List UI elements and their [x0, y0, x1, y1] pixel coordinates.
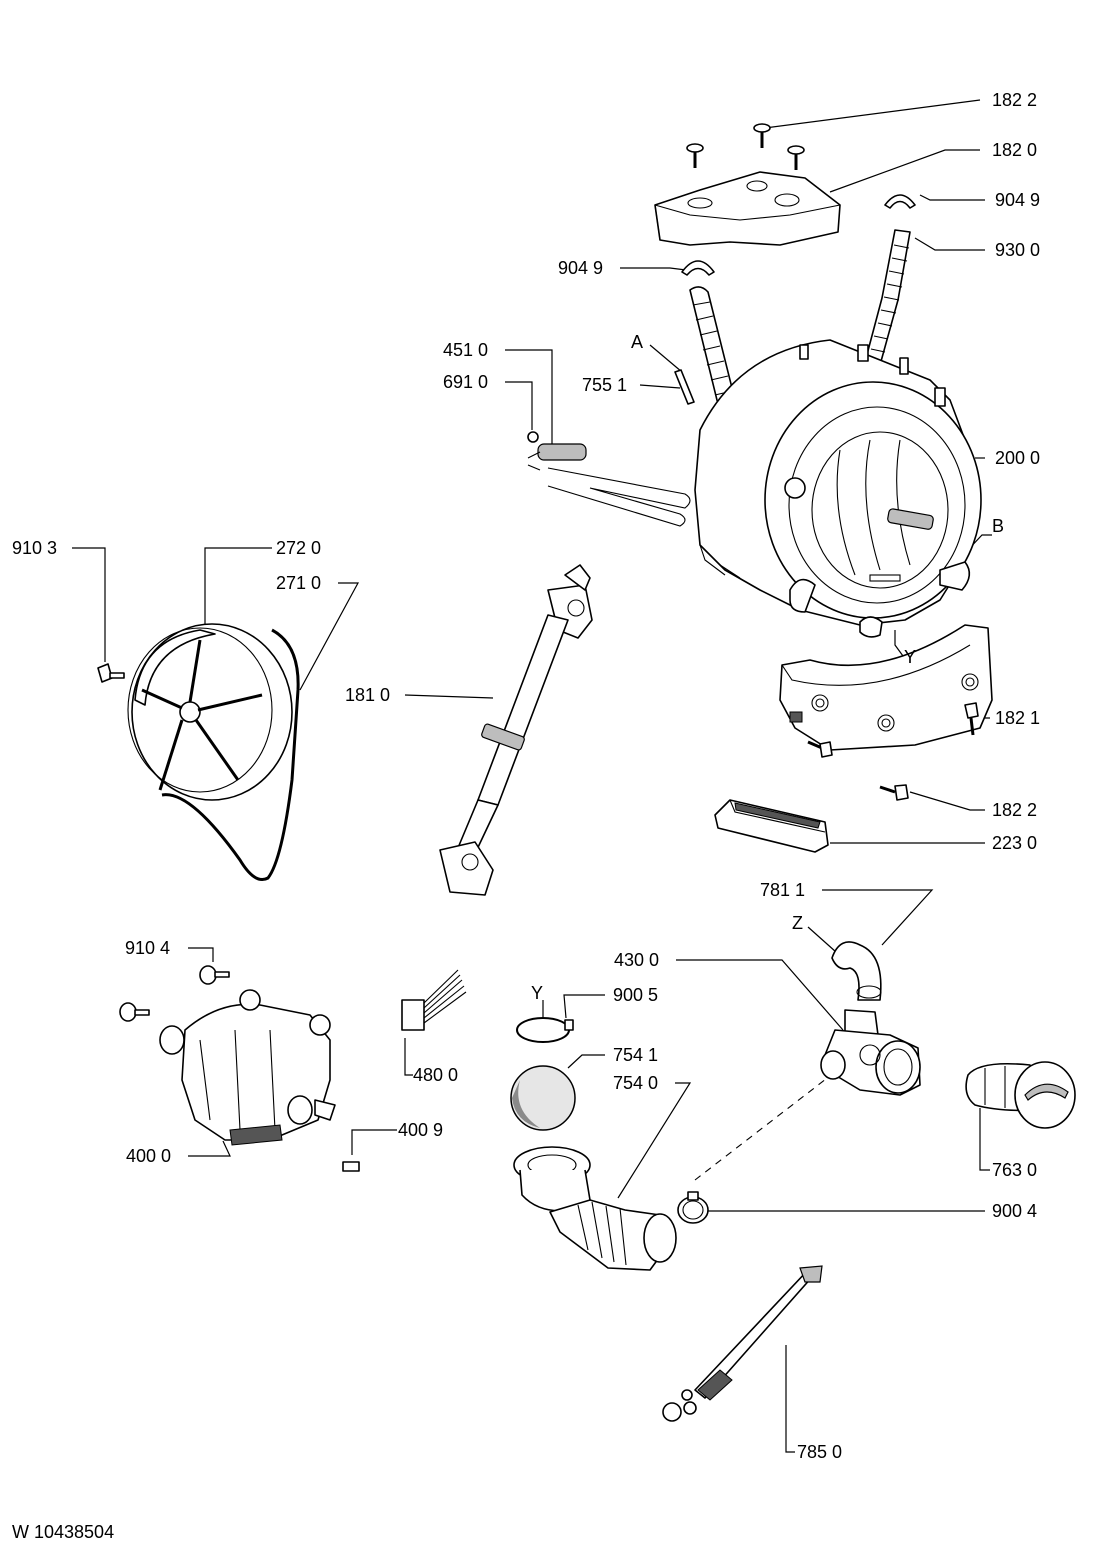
callout-Y-ring: Y	[531, 983, 543, 1003]
callout-763-0: 763 0	[992, 1160, 1037, 1180]
hose-clamp-left	[681, 260, 715, 276]
sealing-ring	[516, 1017, 574, 1043]
leader-lines	[72, 99, 992, 1453]
screw-lower-1	[964, 702, 979, 736]
heating-element	[527, 443, 691, 527]
callout-900-5: 900 5	[613, 985, 658, 1005]
motor-clip	[342, 1161, 360, 1172]
callout-755-1: 755 1	[582, 375, 627, 395]
callout-Z: Z	[792, 913, 803, 933]
callout-691-0: 691 0	[443, 372, 488, 392]
pump-hose	[831, 941, 882, 1001]
door-trim	[714, 799, 829, 853]
callout-400-9: 400 9	[398, 1120, 443, 1140]
nut	[527, 431, 539, 443]
lower-counterweight	[779, 624, 993, 751]
sump-hose	[513, 1146, 677, 1271]
corrugated-hose-right	[864, 229, 911, 366]
callout-930-0: 930 0	[995, 240, 1040, 260]
callout-182-2-lower: 182 2	[992, 800, 1037, 820]
outer-tub	[694, 339, 982, 638]
screw-top-2	[686, 143, 704, 168]
callout-200-0: 200 0	[995, 448, 1040, 468]
drive-belt	[161, 628, 300, 881]
drain-pump	[820, 1009, 921, 1096]
callout-A: A	[631, 332, 643, 352]
callout-754-0: 754 0	[613, 1073, 658, 1093]
callout-182-2-top: 182 2	[992, 90, 1037, 110]
callout-223-0: 223 0	[992, 833, 1037, 853]
inlet-hose	[662, 1265, 823, 1422]
drum-pulley	[127, 623, 293, 801]
callout-910-3: 910 3	[12, 538, 57, 558]
screw-lower-3	[879, 784, 909, 801]
document-code: W 10438504	[12, 1522, 115, 1542]
shock-absorber	[439, 564, 593, 896]
callout-781-1: 781 1	[760, 880, 805, 900]
callout-182-1: 182 1	[995, 708, 1040, 728]
pin	[674, 369, 695, 405]
screw-top-1	[753, 123, 771, 148]
callout-271-0: 271 0	[276, 573, 321, 593]
callout-451-0: 451 0	[443, 340, 488, 360]
callout-182-0: 182 0	[992, 140, 1037, 160]
callout-430-0: 430 0	[614, 950, 659, 970]
callout-904-9-left: 904 9	[558, 258, 603, 278]
hose-clamp-ring	[677, 1191, 709, 1224]
callout-400-0: 400 0	[126, 1146, 171, 1166]
callout-904-9-right: 904 9	[995, 190, 1040, 210]
callout-labels: 182 2 182 0 904 9 930 0 904 9 A 451 0 69…	[12, 90, 1040, 1462]
callout-Y-tub: Y	[904, 647, 916, 667]
screw-motor-2	[119, 1002, 150, 1022]
callout-754-1: 754 1	[613, 1045, 658, 1065]
motor	[159, 989, 336, 1146]
upper-counterweight	[654, 171, 841, 246]
valve-ball	[510, 1065, 576, 1131]
screw-pulley	[97, 663, 125, 683]
wiring-connector	[401, 969, 467, 1031]
pump-filter	[965, 1061, 1076, 1129]
screw-motor-1	[199, 965, 230, 985]
callout-181-0: 181 0	[345, 685, 390, 705]
callout-910-4: 910 4	[125, 938, 170, 958]
screw-lower-2	[807, 740, 833, 758]
callout-B: B	[992, 516, 1004, 536]
callout-480-0: 480 0	[413, 1065, 458, 1085]
screw-top-3	[787, 145, 805, 170]
callout-272-0: 272 0	[276, 538, 321, 558]
callout-785-0: 785 0	[797, 1442, 842, 1462]
callout-900-4: 900 4	[992, 1201, 1037, 1221]
hose-clamp-right	[884, 194, 916, 209]
